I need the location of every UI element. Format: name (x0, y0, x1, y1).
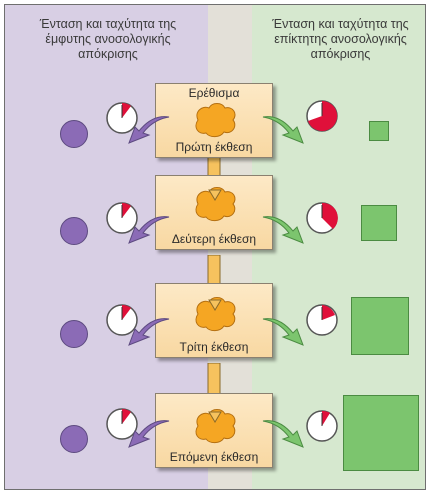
stage-box-3: Τρίτη έκθεση (155, 283, 273, 358)
innate-header-line-3: απόκρισης (13, 47, 203, 62)
stage-1-top-label: Ερέθισμα (156, 86, 272, 100)
stage-box-4: Επόμενη έκθεση (155, 393, 273, 468)
stage-box-1: Ερέθισμα Πρώτη έκθεση (155, 83, 273, 158)
adaptive-response-square-4 (343, 395, 419, 471)
adaptive-arrow-3 (261, 315, 309, 347)
adaptive-header: Ένταση και ταχύτητα της επίκτητης ανοσολ… (253, 17, 426, 62)
stage-box-2: Δεύτερη έκθεση (155, 175, 273, 250)
stimulus-blob-icon (192, 186, 238, 222)
stage-4-bottom-label: Επόμενη έκθεση (156, 450, 272, 464)
stimulus-blob-icon (192, 408, 238, 444)
innate-arrow-3 (123, 315, 171, 347)
innate-response-circle-1 (60, 120, 88, 148)
innate-response-circle-3 (60, 320, 88, 348)
clock-icon (305, 303, 339, 337)
adaptive-header-line-3: απόκρισης (253, 47, 426, 62)
adaptive-header-line-1: Ένταση και ταχύτητα της (253, 17, 426, 32)
innate-header-line-2: έμφυτης ανοσολογικής (13, 32, 203, 47)
innate-arrow-4 (123, 417, 171, 449)
clock-icon (305, 99, 339, 133)
innate-response-circle-4 (60, 425, 88, 453)
adaptive-response-square-1 (369, 121, 389, 141)
stage-1-bottom-label: Πρώτη έκθεση (156, 140, 272, 154)
innate-header: Ένταση και ταχύτητα της έμφυτης ανοσολογ… (13, 17, 203, 62)
clock-icon (305, 409, 339, 443)
adaptive-arrow-1 (261, 113, 309, 145)
stage-3-bottom-label: Τρίτη έκθεση (156, 340, 272, 354)
adaptive-arrow-2 (261, 213, 309, 245)
innate-arrow-2 (123, 213, 171, 245)
clock-icon (305, 201, 339, 235)
innate-header-line-1: Ένταση και ταχύτητα της (13, 17, 203, 32)
stimulus-blob-icon (192, 102, 238, 138)
stimulus-blob-icon (192, 296, 238, 332)
adaptive-arrow-4 (261, 417, 309, 449)
innate-response-circle-2 (60, 217, 88, 245)
stage-2-bottom-label: Δεύτερη έκθεση (156, 232, 272, 246)
adaptive-response-square-2 (361, 205, 397, 241)
diagram-frame: Ένταση και ταχύτητα της έμφυτης ανοσολογ… (4, 4, 426, 490)
adaptive-header-line-2: επίκτητης ανοσολογικής (253, 32, 426, 47)
innate-arrow-1 (123, 113, 171, 145)
adaptive-response-square-3 (351, 297, 409, 355)
